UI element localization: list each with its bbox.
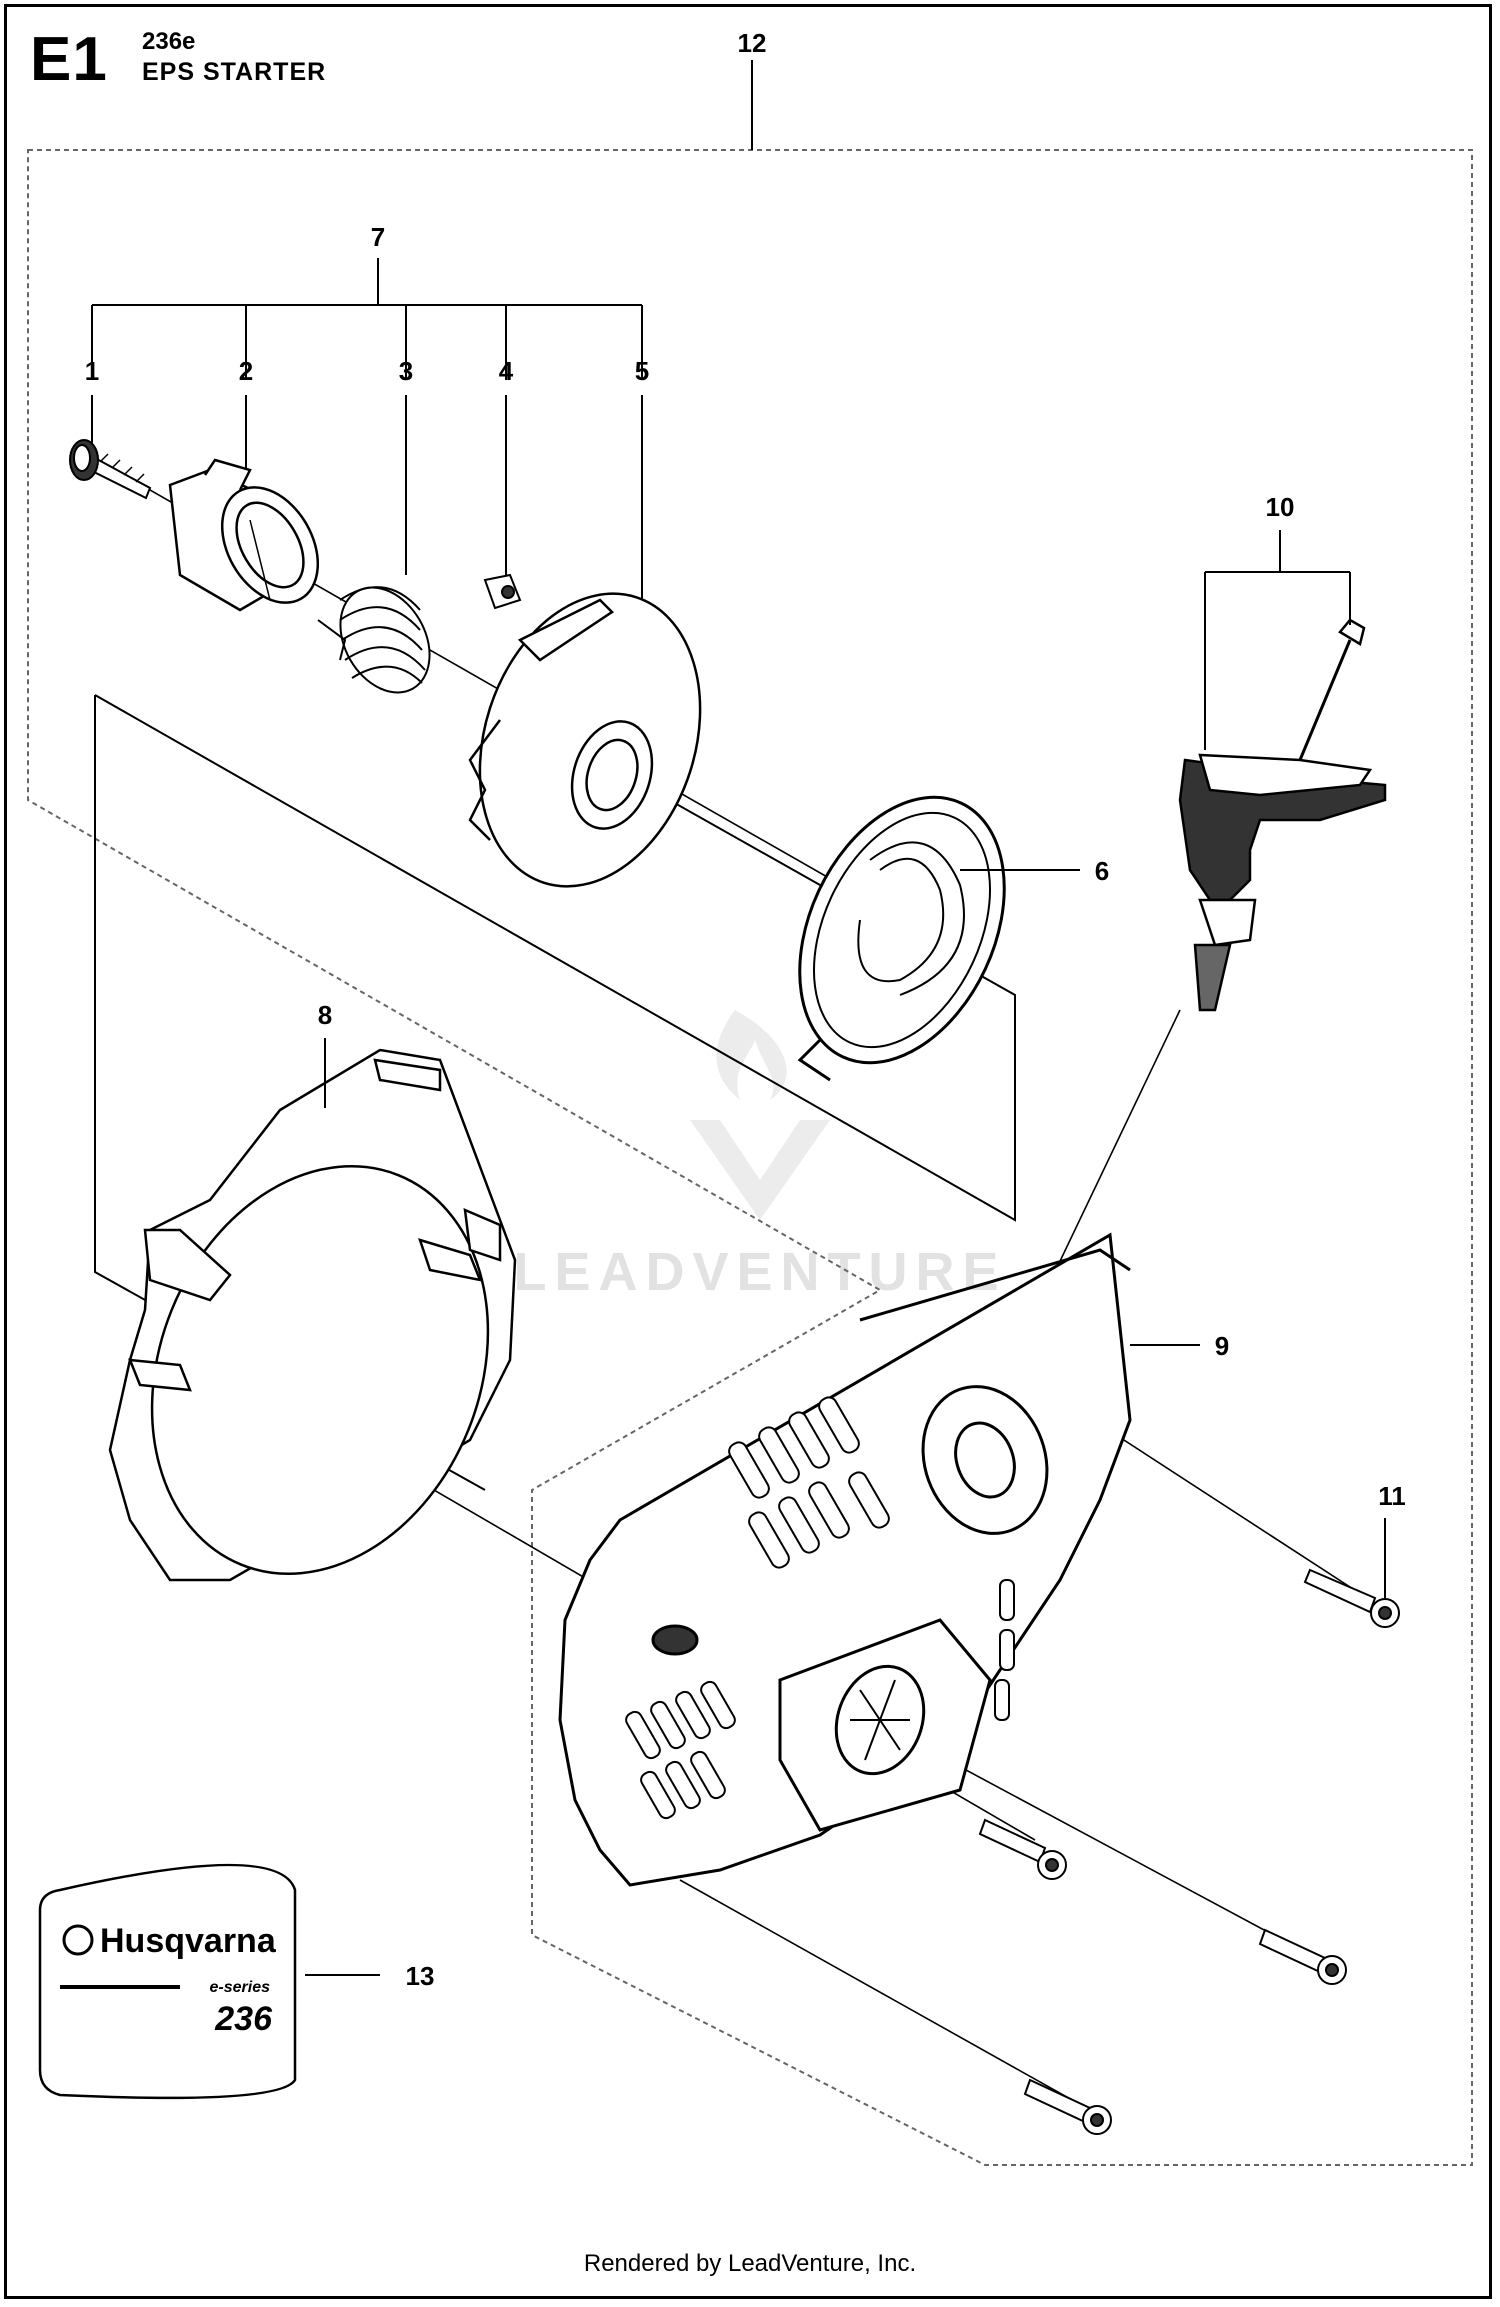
callout-11: 11 <box>1378 1481 1406 1511</box>
footer-credit: Rendered by LeadVenture, Inc. <box>583 2250 917 2277</box>
diagram-frame <box>4 4 1492 2299</box>
callout-9: 9 <box>1215 1331 1229 1361</box>
decal-model: 236 <box>214 2000 273 2038</box>
part-8-fan-cover <box>108 1048 517 1582</box>
callout-6: 6 <box>1095 856 1109 886</box>
diagram-title: EPS STARTER <box>142 58 327 86</box>
part-13-decal: Husqvarna e-series 236 <box>38 1863 297 2100</box>
bracket-7 <box>91 258 643 612</box>
callout-12: 12 <box>738 28 767 58</box>
screw-11-b <box>978 1818 1067 1880</box>
callout-2: 2 <box>239 356 253 386</box>
assembly-12-dashed-outline <box>27 149 1473 2166</box>
callout-7: 7 <box>371 222 385 252</box>
callout-4: 4 <box>499 356 514 386</box>
section-code: E1 <box>30 25 108 94</box>
decal-brand: Husqvarna <box>100 1922 277 1960</box>
part-6-recoil-spring <box>797 795 1006 1082</box>
part-5-pulley-disc <box>468 592 702 888</box>
part-10-starter-handle <box>1178 618 1387 1012</box>
callout-1: 1 <box>85 356 99 386</box>
callout-10: 10 <box>1266 492 1295 522</box>
screw-11-d <box>1023 2078 1112 2135</box>
callout-3: 3 <box>399 356 413 386</box>
model-number: 236e <box>142 28 196 55</box>
decal-series: e-series <box>210 1979 271 1996</box>
husqvarna-logo-icon <box>62 1924 94 1956</box>
callout-8: 8 <box>318 1000 332 1030</box>
part-1-screw <box>69 439 152 500</box>
part-2-pulley-hub <box>168 458 320 612</box>
watermark-text: LEADVENTURE <box>513 1242 1006 1302</box>
watermark-logo <box>690 1010 830 1220</box>
callout-numbers: 1 2 3 4 5 6 7 8 9 10 11 12 13 <box>85 28 1406 1991</box>
callout-leaders <box>305 869 1386 1976</box>
part-9-starter-housing <box>558 1232 1132 1887</box>
part-4-pawl <box>483 573 522 610</box>
part-3-coil-spring <box>317 586 431 694</box>
part-11-screws <box>978 1568 1400 2135</box>
screw-11-a <box>1303 1568 1400 1628</box>
callout-5: 5 <box>635 356 649 386</box>
screw-11-c <box>1258 1928 1347 1985</box>
callout-13: 13 <box>406 1961 435 1991</box>
bracket-10 <box>1204 530 1351 750</box>
